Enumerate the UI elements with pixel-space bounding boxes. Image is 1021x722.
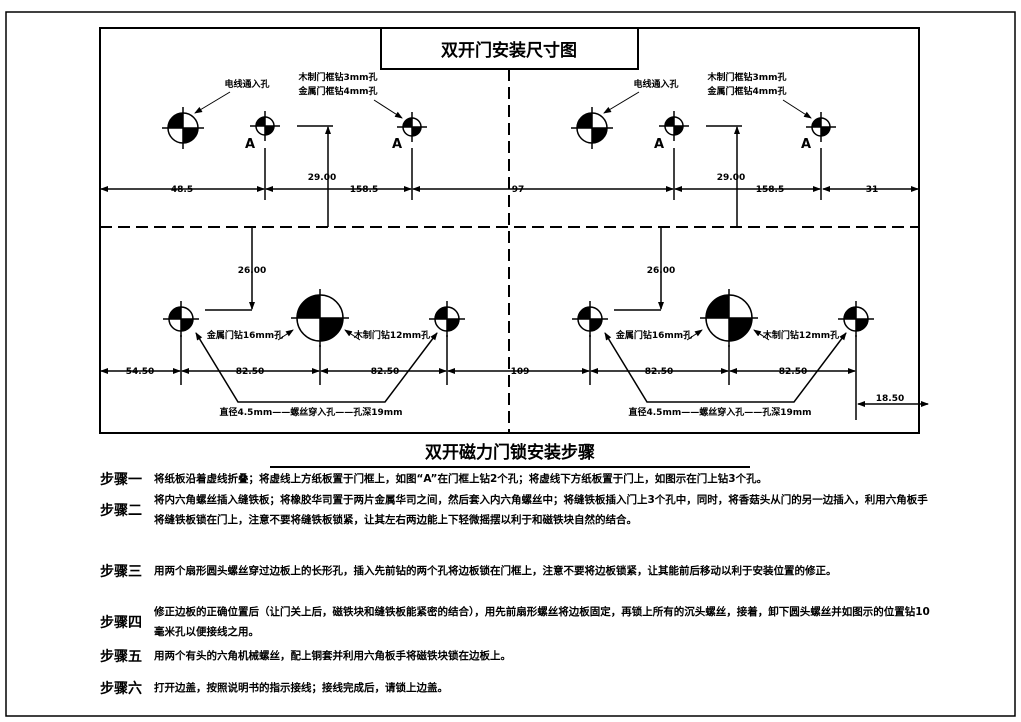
- frame-hole-a: [250, 111, 280, 141]
- frame-hole-label: 金属门框钻4mm孔: [297, 85, 377, 97]
- frame-hole-label: 木制门框钻3mm孔: [297, 71, 377, 83]
- lock-hole: [572, 301, 608, 337]
- outer-frame: [5, 11, 1016, 717]
- dim-label: 97: [512, 185, 525, 195]
- frame-hole-label: 木制门框钻3mm孔: [706, 71, 786, 83]
- lock-hole: [838, 301, 874, 337]
- leader-arrow: [603, 91, 640, 114]
- dim-label: 54.50: [126, 367, 154, 377]
- step-text: 用两个有头的六角机械螺丝，配上铜套并利用六角板手将磁铁块锁在边板上。: [154, 650, 511, 662]
- step-6: 步骤六 打开边盖，按照说明书的指示接线；接线完成后，请锁上边盖。: [100, 678, 930, 698]
- leader-arrow: [194, 91, 231, 114]
- step-4: 步骤四 修正边板的正确位置后（让门关上后，磁铁块和缝铁板能紧密的结合），用先前扇…: [100, 602, 930, 642]
- center-hole: [700, 289, 758, 347]
- drawing-title: 双开门安装尺寸图: [441, 40, 577, 61]
- metal-door-label: 金属门钻16mm孔: [206, 329, 283, 341]
- leader-arrow: [782, 99, 812, 119]
- step-text: 修正边板的正确位置后（让门关上后，磁铁块和缝铁板能紧密的结合），用先前扇形螺丝将…: [154, 606, 930, 638]
- step-5: 步骤五 用两个有头的六角机械螺丝，配上铜套并利用六角板手将磁铁块锁在边板上。: [100, 646, 930, 666]
- dim-label: 109: [511, 367, 530, 377]
- step-label: 步骤三: [100, 564, 142, 580]
- step-text: 打开边盖，按照说明书的指示接线；接线完成后，请锁上边盖。: [154, 682, 448, 694]
- screw-note: 直径4.5mm——螺丝穿入孔——孔深19mm: [220, 406, 403, 418]
- marker-a: A: [245, 137, 255, 152]
- step-text: 用两个扇形圆头螺丝穿过边板上的长形孔，插入先前钻的两个孔将边板锁在门框上，注意不…: [154, 565, 837, 577]
- step-label: 步骤二: [100, 503, 142, 519]
- leader-arrow: [373, 99, 403, 119]
- dim-label: 82.50: [236, 367, 264, 377]
- title-box: [380, 27, 639, 70]
- dim-label: 31: [866, 185, 879, 195]
- dim-label: 26.00: [647, 266, 675, 276]
- cable-hole: [162, 107, 204, 149]
- step-3: 步骤三 用两个扇形圆头螺丝穿过边板上的长形孔，插入先前钻的两个孔将边板锁在门框上…: [100, 561, 930, 581]
- metal-door-label: 金属门钻16mm孔: [615, 329, 692, 341]
- cable-hole-label: 电线通入孔: [224, 78, 269, 90]
- dim-label: 26.00: [238, 266, 266, 276]
- dim-label: 29.00: [308, 173, 336, 183]
- marker-a: A: [654, 137, 664, 152]
- step-text: 将内六角螺丝插入缝铁板；将橡胶华司置于两片金属华司之间，然后套入内六角螺丝中；将…: [154, 494, 928, 526]
- frame-hole-a: [397, 112, 427, 142]
- dim-label: 29.00: [717, 173, 745, 183]
- screw-leader: [604, 332, 847, 403]
- step-1: 步骤一 将纸板沿着虚线折叠；将虚线上方纸板置于门框上，如图“A”在门框上钻2个孔…: [100, 469, 930, 489]
- lock-hole: [429, 301, 465, 337]
- marker-a: A: [392, 137, 402, 152]
- screw-leader: [195, 332, 438, 403]
- dim-label: 82.50: [645, 367, 673, 377]
- frame-hole-a: [806, 112, 836, 142]
- dim-label: 158.5: [350, 185, 378, 195]
- marker-a: A: [801, 137, 811, 152]
- dim-label: 82.50: [371, 367, 399, 377]
- dim-label: 158.5: [756, 185, 784, 195]
- cable-hole: [571, 107, 613, 149]
- dim-label: 82.50: [779, 367, 807, 377]
- screw-note: 直径4.5mm——螺丝穿入孔——孔深19mm: [629, 406, 812, 418]
- step-label: 步骤五: [100, 649, 142, 665]
- cable-hole-label: 电线通入孔: [633, 78, 678, 90]
- lock-hole: [163, 301, 199, 337]
- step-text: 将纸板沿着虚线折叠；将虚线上方纸板置于门框上，如图“A”在门框上钻2个孔；将虚线…: [154, 473, 768, 485]
- frame-hole-a: [659, 111, 689, 141]
- center-hole: [291, 289, 349, 347]
- dim-label: 18.50: [876, 394, 904, 404]
- steps-title: 双开磁力门锁安装步骤: [270, 438, 750, 468]
- frame-hole-label: 金属门框钻4mm孔: [706, 85, 786, 97]
- step-2: 步骤二 将内六角螺丝插入缝铁板；将橡胶华司置于两片金属华司之间，然后套入内六角螺…: [100, 490, 930, 530]
- step-label: 步骤四: [100, 615, 142, 631]
- wood-door-label: 木制门钻12mm孔: [762, 329, 839, 341]
- wood-door-label: 木制门钻12mm孔: [353, 329, 430, 341]
- dim-label: 48.5: [171, 185, 193, 195]
- step-label: 步骤一: [100, 472, 142, 488]
- step-label: 步骤六: [100, 681, 142, 697]
